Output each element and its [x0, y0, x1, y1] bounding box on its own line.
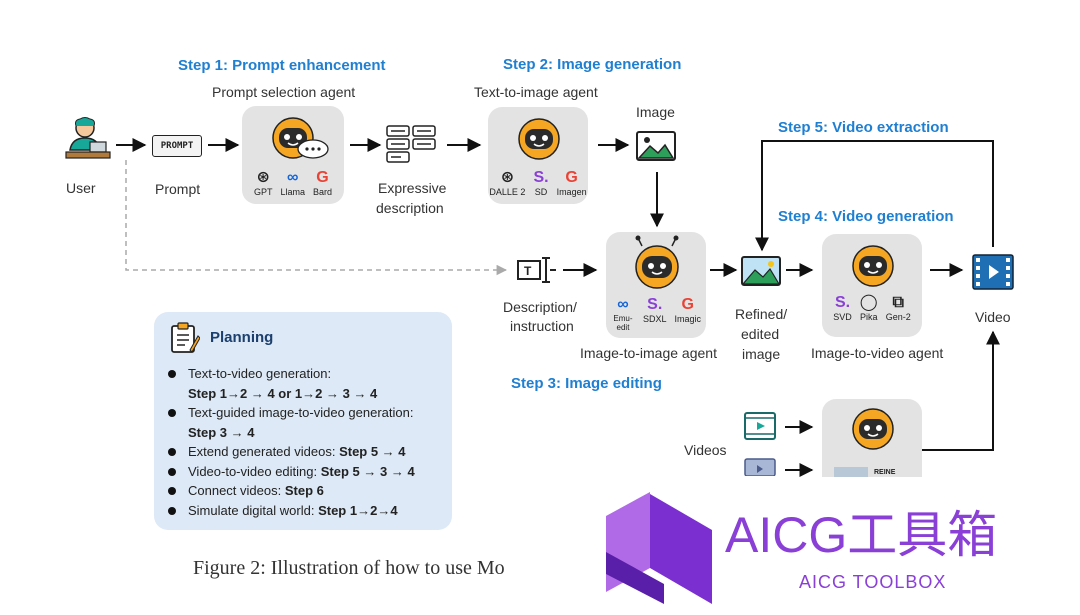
expressive-label-1: Expressive — [378, 180, 447, 196]
expressive-label-2: description — [376, 200, 444, 216]
refined-label-3: image — [742, 346, 781, 362]
prompt-badge: PROMPT — [152, 135, 202, 157]
logo-label: Imagen — [556, 187, 587, 197]
logo-label: GPT — [253, 187, 273, 197]
i2v-agent-title: Image-to-video agent — [811, 345, 944, 361]
logo-label: REINE — [874, 469, 896, 476]
list-item: Text-to-video generation: — [166, 364, 415, 384]
list-item: Step 1→2 → 4 or 1→2 → 3 → 4 — [188, 385, 378, 401]
robot-icon — [852, 408, 894, 450]
runway-icon: ⧉ — [892, 294, 904, 311]
t2i-agent-title: Text-to-image agent — [474, 84, 598, 100]
meta-icon: ∞ — [617, 296, 629, 313]
pika-icon: ◯ — [859, 294, 878, 311]
logo-label: Llama — [280, 187, 305, 197]
openai-icon: ⊛ — [256, 169, 270, 186]
arrow-v2v-video — [922, 330, 1000, 451]
i2v-agent-card: S.SVD ◯Pika ⧉Gen-2 — [822, 234, 922, 337]
openai-icon: ⊛ — [500, 169, 515, 186]
user-label: User — [66, 180, 96, 196]
step-1-title: Step 1: Prompt enhancement — [178, 57, 386, 74]
image-label: Image — [636, 104, 675, 120]
logo-label: Emu-edit — [613, 314, 633, 332]
image-icon — [636, 131, 676, 161]
step-3-title: Step 3: Image editing — [511, 375, 662, 392]
logo-label: DALLE 2 — [489, 187, 526, 197]
video-label: Video — [975, 309, 1011, 325]
logo-label: Gen-2 — [885, 312, 911, 322]
document-lines-icon — [386, 125, 436, 163]
v2v-agent-card: REINE — [822, 399, 922, 477]
robot-icon — [635, 235, 679, 289]
logo-thumbnail — [834, 467, 868, 477]
list-item: Connect videos: Step 6 — [166, 481, 415, 501]
user-icon — [65, 117, 111, 159]
arrow-extraction-loop — [755, 140, 994, 252]
watermark-subtitle: AICG TOOLBOX — [799, 572, 947, 592]
stability-icon: S. — [647, 296, 663, 313]
list-item: Step 3 → 4 — [188, 424, 255, 440]
list-item: Video-to-video editing: Step 5 → 3 → 4 — [166, 462, 415, 482]
video-file-icon — [744, 412, 776, 440]
dashed-user-desc — [125, 160, 508, 276]
chat-bubble-icon — [297, 139, 329, 159]
list-item: Extend generated videos: Step 5 → 4 — [166, 442, 415, 462]
step-5-title: Step 5: Video extraction — [778, 119, 949, 136]
watermark-title: AICG工具箱 — [725, 507, 998, 563]
step-4-title: Step 4: Video generation — [778, 208, 954, 225]
planning-title: Planning — [210, 329, 274, 346]
video-file-icon — [744, 458, 776, 476]
list-item: Text-guided image-to-video generation: — [166, 403, 415, 423]
text-cursor-icon: T — [517, 257, 556, 283]
planning-panel: Planning Text-to-video generation: Step … — [154, 312, 452, 530]
google-icon: G — [565, 169, 578, 186]
svg-text:T: T — [524, 264, 532, 278]
refined-image-icon — [741, 256, 781, 286]
planning-list: Text-to-video generation: Step 1→2 → 4 o… — [166, 364, 415, 520]
meta-icon: ∞ — [287, 169, 299, 186]
prompt-agent-title: Prompt selection agent — [212, 84, 356, 100]
clipboard-icon — [171, 322, 200, 353]
google-icon: G — [316, 169, 329, 186]
aicg-logo-icon — [606, 492, 712, 604]
logo-label: SVD — [833, 312, 852, 322]
robot-icon — [518, 118, 560, 160]
description-label-2: instruction — [510, 318, 574, 334]
logo-label: Pika — [859, 312, 878, 322]
prompt-label: Prompt — [155, 181, 201, 197]
stability-icon: S. — [533, 169, 549, 186]
logo-label: SD — [534, 187, 548, 197]
logo-label: Bard — [313, 187, 333, 197]
logo-label: Imagic — [674, 314, 702, 324]
refined-label-2: edited — [741, 326, 780, 342]
figure-caption: Figure 2: Illustration of how to use Mo — [193, 557, 505, 579]
refined-label-1: Refined/ — [735, 306, 788, 322]
i2i-agent-title: Image-to-image agent — [580, 345, 717, 361]
list-item: Simulate digital world: Step 1→2→4 — [166, 501, 415, 521]
robot-icon — [852, 245, 894, 287]
step-2-title: Step 2: Image generation — [503, 56, 682, 73]
description-label-1: Description/ — [503, 299, 577, 315]
google-icon: G — [681, 296, 694, 313]
film-icon — [972, 254, 1014, 290]
stability-icon: S. — [834, 294, 851, 311]
videos-label: Videos — [684, 442, 727, 458]
logo-label: SDXL — [642, 314, 667, 324]
